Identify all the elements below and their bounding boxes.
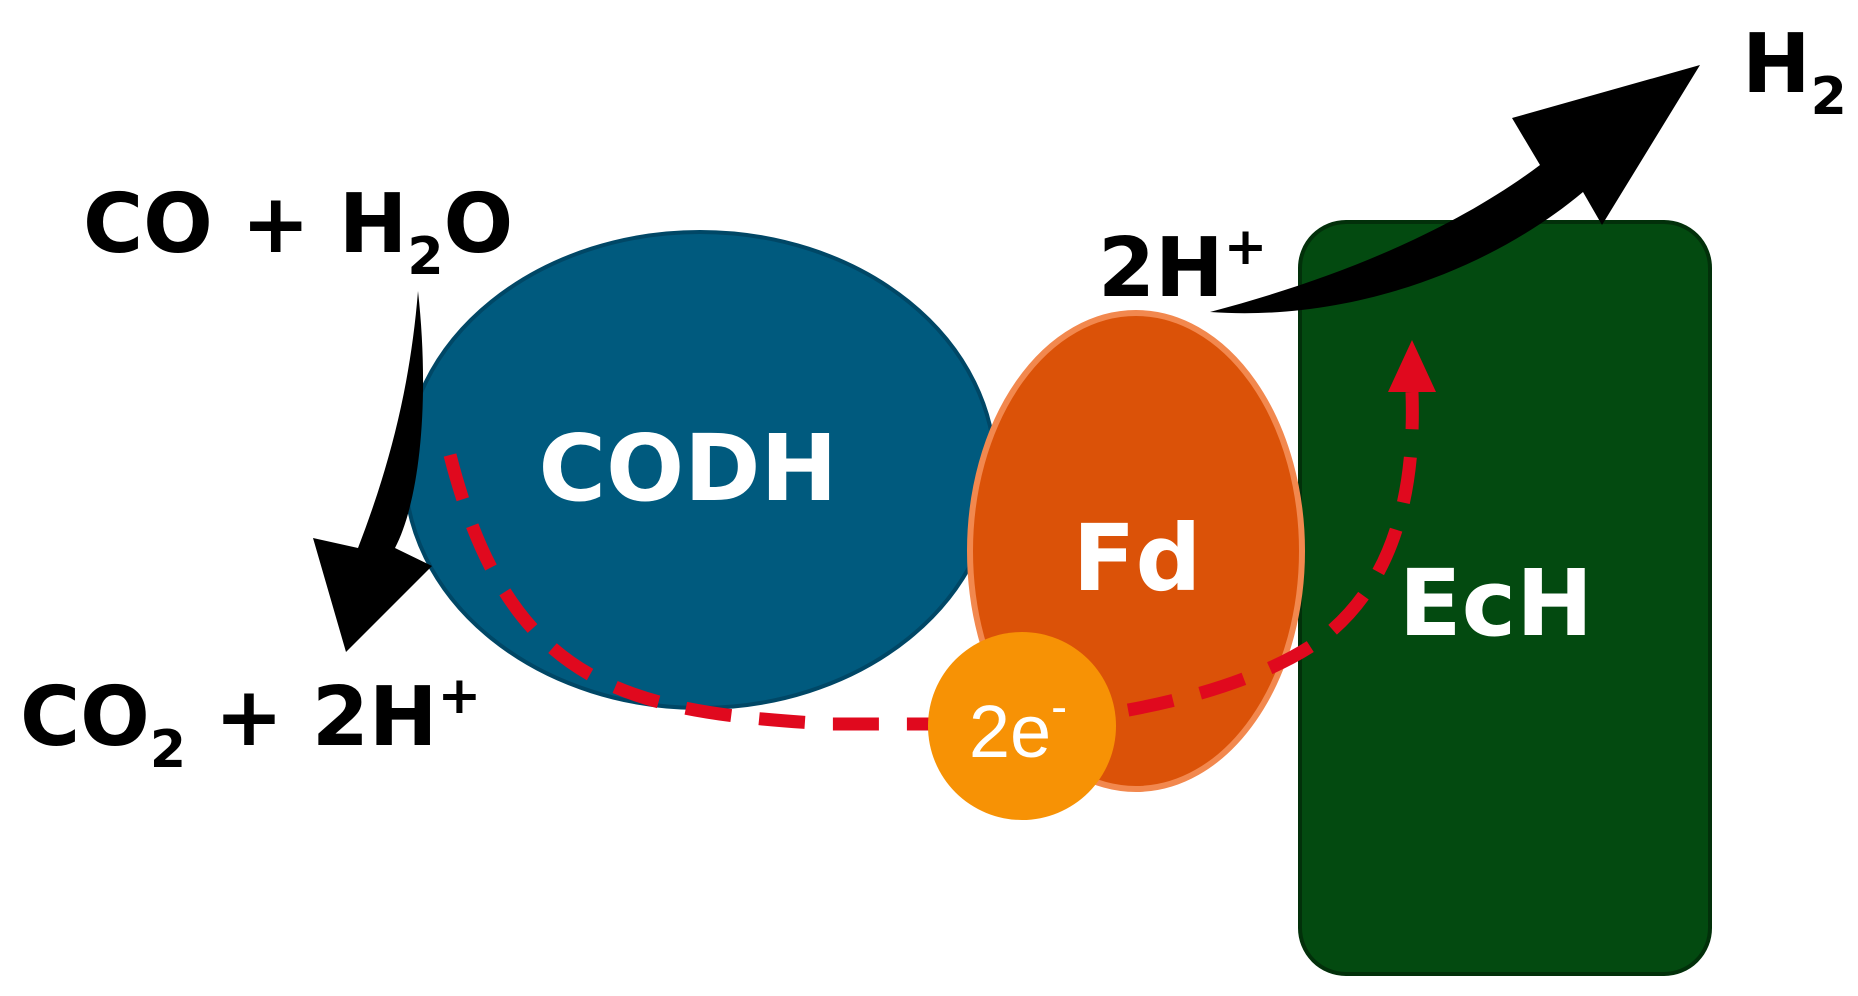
electron-label: 2e- [969,681,1067,773]
codh-reaction-arrow [313,291,432,652]
electron-path-arrowhead [1388,340,1436,392]
products-co2-sub: 2 [150,720,186,780]
electron-base: 2e [969,690,1051,773]
hydrogen-release-arrow [1210,65,1700,314]
ech-label: EcH [1399,550,1593,657]
products-co: CO [20,670,150,765]
reactants-label: CO + H2O [83,177,513,287]
hydrogen-sub: 2 [1811,67,1847,127]
protons-right-label: 2H+ [1098,217,1267,316]
codh-label: CODH [538,415,837,522]
protons-right-sup: + [1224,217,1268,277]
electron-sup: - [1051,681,1067,734]
protons-right-base: 2H [1098,221,1224,316]
fd-label: Fd [1073,505,1202,612]
reactants-co: CO + H [83,177,407,272]
electron-bubble [928,632,1116,820]
reactants-water-tail: O [444,177,514,272]
electron-transfer-path [443,391,1419,731]
reactants-water-sub: 2 [407,227,443,287]
products-protons-sup: + [438,666,482,726]
hydrogen-base: H [1742,17,1811,112]
products-protons: + 2H [186,670,438,765]
hydrogen-label: H2 [1742,17,1847,127]
products-left-label: CO2 + 2H+ [20,666,481,780]
